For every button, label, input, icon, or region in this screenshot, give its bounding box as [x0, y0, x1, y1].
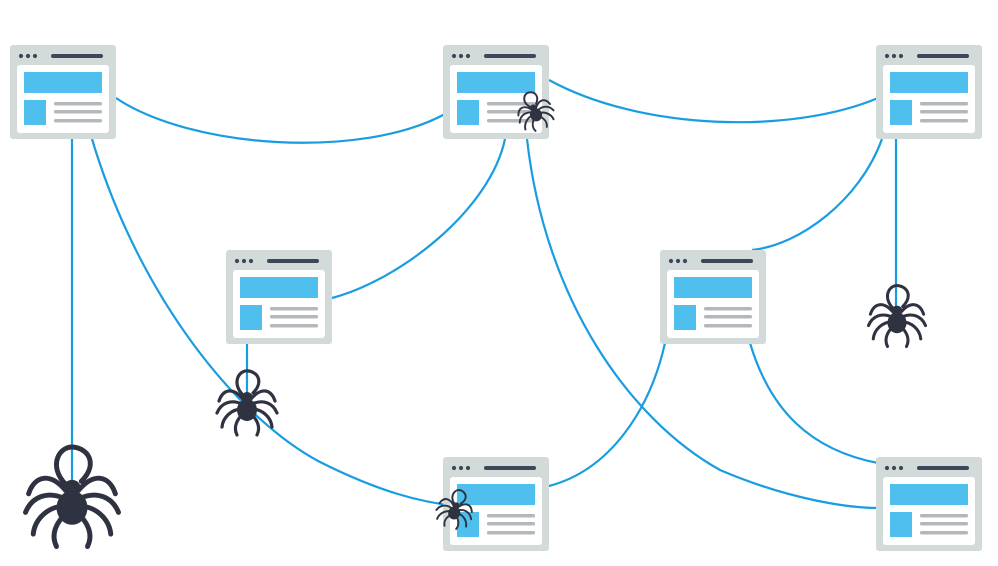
page-image-block [457, 100, 479, 125]
window-dots-icon [884, 465, 904, 471]
link-top-center-to-bottom-right [525, 138, 879, 510]
spider-palp [523, 91, 539, 109]
spider-leg [249, 389, 277, 403]
page-header-block [240, 277, 318, 298]
page-image-block [457, 512, 479, 537]
spider-leg [535, 99, 551, 109]
page-image-block [674, 305, 696, 330]
spider-right [866, 284, 928, 349]
spider-abdomen [887, 312, 907, 334]
page-top-right [876, 45, 982, 139]
address-bar [484, 466, 536, 470]
text-line [920, 102, 968, 106]
text-line [704, 307, 752, 311]
spider-leg [899, 303, 926, 316]
webpages [10, 45, 982, 551]
text-line [270, 324, 318, 328]
spider-abdomen [237, 399, 257, 421]
page-image-block [24, 100, 46, 125]
text-line [920, 531, 968, 535]
spider-leg [75, 475, 118, 497]
page-image-block [890, 100, 912, 125]
spider-abdomen [529, 108, 543, 122]
address-bar [51, 54, 103, 58]
spider-leg [217, 389, 245, 403]
link-top-center-to-middle-left [331, 138, 507, 300]
crawler-spiders [23, 91, 928, 549]
link-top-center-to-top-right [548, 79, 879, 124]
window-dots-icon [451, 465, 471, 471]
address-bar [484, 54, 536, 58]
spider-leg [868, 303, 895, 316]
text-line [54, 102, 102, 106]
link-top-right-to-middle-right [751, 138, 884, 252]
address-bar [701, 259, 753, 263]
page-header-block [457, 484, 535, 505]
spider-bottom-center [435, 489, 473, 530]
page-bottom-center [443, 457, 549, 551]
text-line [920, 514, 968, 518]
window-dots-icon [668, 258, 688, 264]
text-line [487, 110, 535, 114]
spider-leg [517, 106, 533, 117]
text-line [487, 119, 535, 123]
window-dots-icon [18, 53, 38, 59]
page-middle-left [226, 250, 332, 344]
page-image-block [890, 512, 912, 537]
address-bar [267, 259, 319, 263]
page-top-left [10, 45, 116, 139]
spider-leg [438, 498, 455, 507]
page-header-block [674, 277, 752, 298]
text-line [920, 119, 968, 123]
link-middle-right-to-bottom-center [548, 342, 667, 488]
page-bottom-right [876, 457, 982, 551]
text-line [920, 110, 968, 114]
spider-abdomen [56, 490, 88, 525]
window-dots-icon [234, 258, 254, 264]
text-line [487, 531, 535, 535]
text-line [54, 119, 102, 123]
address-bar [917, 54, 969, 58]
spider-palp [885, 284, 910, 311]
page-header-block [890, 484, 968, 505]
window-dots-icon [884, 53, 904, 59]
window-dots-icon [451, 53, 471, 59]
spider-abdomen [448, 506, 461, 520]
text-line [487, 522, 535, 526]
spider-palp [235, 369, 261, 397]
page-image-block [240, 305, 262, 330]
spider-palp [451, 489, 467, 505]
page-middle-right [660, 250, 766, 344]
spider-large [23, 444, 121, 549]
text-line [487, 514, 535, 518]
page-header-block [24, 72, 102, 93]
text-line [270, 307, 318, 311]
text-line [270, 315, 318, 319]
link-top-left-to-top-center [115, 97, 446, 144]
link-middle-right-to-bottom-right [748, 342, 879, 465]
text-line [704, 324, 752, 328]
address-bar [917, 466, 969, 470]
page-header-block [457, 72, 535, 93]
spider-leg [457, 503, 473, 513]
spider-leg [26, 475, 69, 497]
text-line [487, 102, 535, 106]
page-header-block [890, 72, 968, 93]
hyperlink-edges [70, 79, 898, 510]
text-line [920, 522, 968, 526]
spider-palp [54, 444, 93, 487]
spider-middle-left [215, 369, 279, 437]
spider-top-center [517, 91, 555, 132]
link-top-left-to-bottom-center [90, 138, 457, 508]
text-line [54, 110, 102, 114]
text-line [704, 315, 752, 319]
